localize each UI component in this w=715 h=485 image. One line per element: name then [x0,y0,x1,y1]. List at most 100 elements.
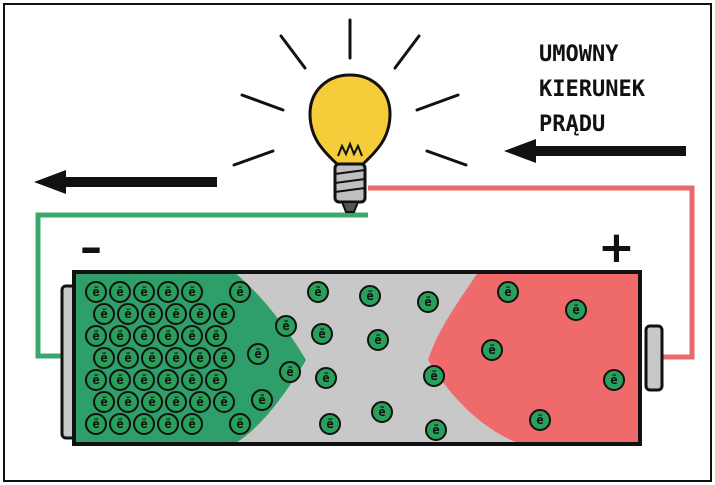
electron [133,325,155,347]
electron-label: ē [236,417,243,431]
electron-label: ē [424,295,431,309]
electron-label: ē [254,347,261,361]
electron [181,281,203,303]
electron [319,413,341,435]
electron-label: ē [140,417,147,431]
electron [157,369,179,391]
electron [417,291,439,313]
electron-label: ē [188,329,195,343]
electron [141,391,163,413]
electron [133,369,155,391]
electron [93,303,115,325]
electron [497,281,519,303]
electron-label: ē [504,285,511,299]
electron-label: ē [314,285,321,299]
electron [213,303,235,325]
battery-positive-terminal [644,324,664,392]
electron-label: ē [212,329,219,343]
electron-label: ē [282,319,289,333]
electron [189,303,211,325]
electron [251,389,273,411]
electron [189,347,211,369]
arrow-left-icon [34,170,217,194]
electron-label: ē [286,365,293,379]
electron-label: ē [124,351,131,365]
electron [133,413,155,435]
electron [229,281,251,303]
electron-label: ē [188,285,195,299]
electron-label: ē [148,395,155,409]
electron-label: ē [432,423,439,437]
bulb-contact [340,201,360,213]
bulb-filament [337,141,363,157]
electron [213,391,235,413]
electron-label: ē [148,307,155,321]
electron [165,303,187,325]
electron-label: ē [172,395,179,409]
electron [133,281,155,303]
electron [229,413,251,435]
electron [311,323,333,345]
electron [181,325,203,347]
electron-label: ē [430,369,437,383]
electron [423,365,445,387]
positive-wire [368,185,695,360]
electron [85,325,107,347]
electron [189,391,211,413]
electron-label: ē [92,285,99,299]
electron [565,299,587,321]
electron-label: ē [188,373,195,387]
electron-label: ē [610,373,617,387]
electron-label: ē [258,393,265,407]
minus-sign: – [80,222,102,273]
electron [85,281,107,303]
electron [275,315,297,337]
electron [117,303,139,325]
electron-label: ē [164,329,171,343]
caption-line-3: PRĄDU [539,112,605,137]
electron-label: ē [92,417,99,431]
electron [93,347,115,369]
electron-label: ē [116,285,123,299]
electron [85,413,107,435]
electron-label: ē [92,329,99,343]
electron-label: ē [116,329,123,343]
electron [307,281,329,303]
electron-label: ē [140,285,147,299]
caption-line-2: KIERUNEK [539,77,646,102]
electron [109,413,131,435]
electron [205,369,227,391]
electron [481,339,503,361]
electron [603,369,625,391]
electron-label: ē [164,417,171,431]
electron-label: ē [164,285,171,299]
electron-label: ē [220,351,227,365]
electron-label: ē [124,307,131,321]
electron-label: ē [116,417,123,431]
electron [109,369,131,391]
light-bulb-icon [232,18,468,213]
electron-label: ē [488,343,495,357]
electron-label: ē [196,395,203,409]
electron [157,281,179,303]
electron-label: ē [236,285,243,299]
electron-label: ē [322,371,329,385]
electron [117,347,139,369]
electron-label: ē [140,373,147,387]
electron [165,391,187,413]
positive-charge-region [428,272,640,444]
electron [425,419,447,441]
electron-label: ē [100,351,107,365]
electron-label: ē [188,417,195,431]
light-rays [232,18,468,167]
electron-label: ē [536,413,543,427]
electron [109,281,131,303]
electron [157,413,179,435]
electron-label: ē [116,373,123,387]
electron [157,325,179,347]
electron-label: ē [148,351,155,365]
arrow-left-icon [504,139,686,163]
plus-sign: + [598,222,635,273]
electron [141,347,163,369]
